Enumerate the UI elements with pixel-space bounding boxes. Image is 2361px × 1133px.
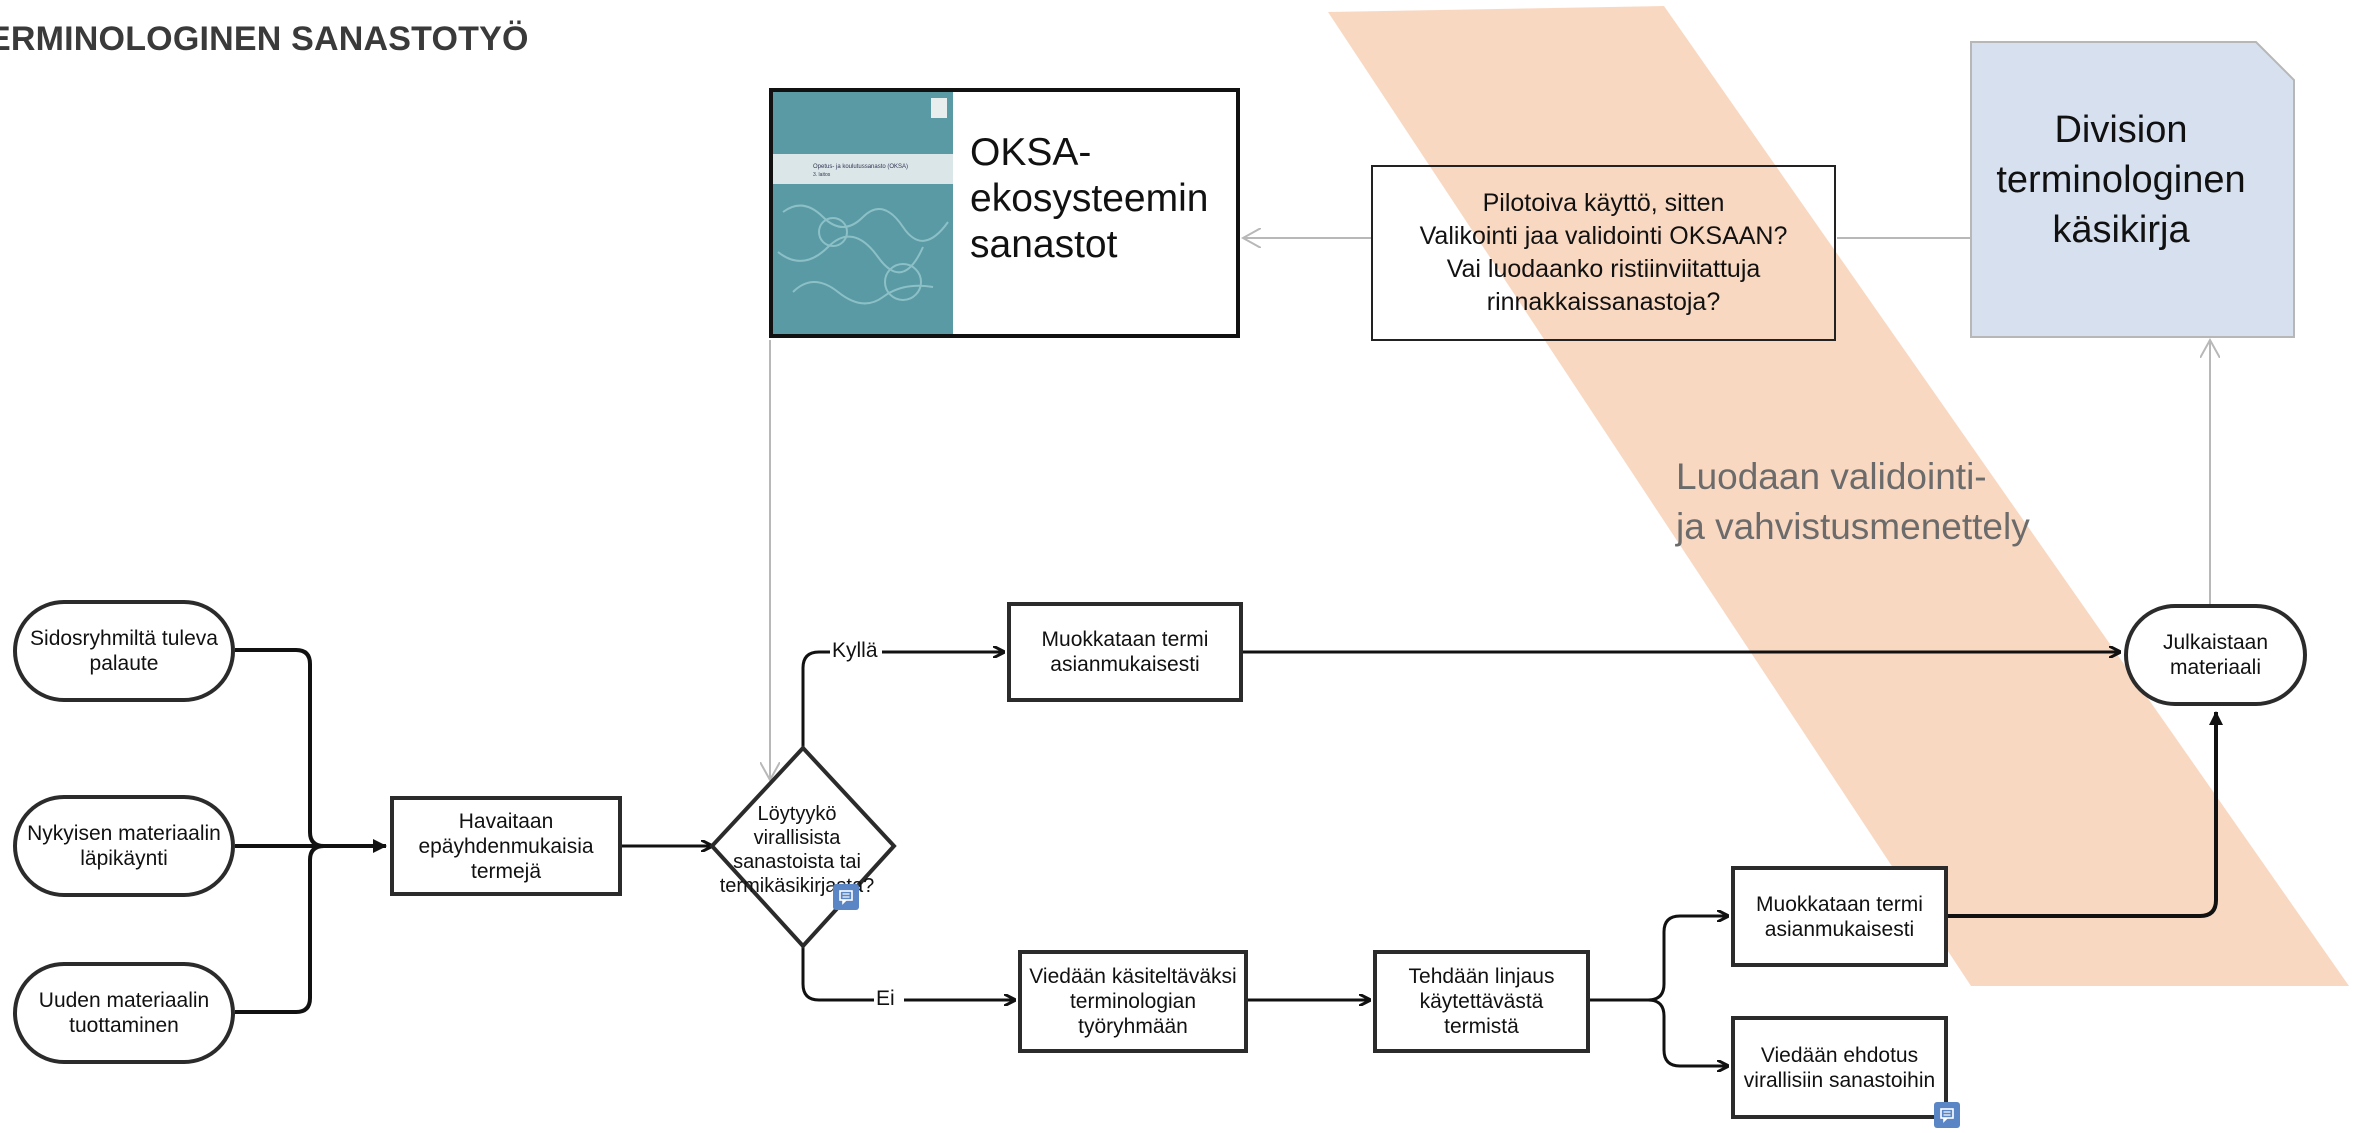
division-handbook-label: Division terminologinen käsikirja bbox=[1996, 109, 2246, 251]
yes-edge-label: Kyllä bbox=[830, 639, 880, 663]
modify-term-bottom-label: Muokkataan termi asianmukaisesti bbox=[1756, 892, 1923, 941]
connector-policy-branch-down bbox=[1647, 998, 1728, 1066]
decision-diamond bbox=[709, 745, 897, 949]
validation-procedure-note: Luodaan validointi- ja vahvistusmenettel… bbox=[1676, 456, 2030, 547]
working-group-label: Viedään käsiteltäväksi terminologian työ… bbox=[1029, 965, 1237, 1038]
connector-policy-branch-up bbox=[1590, 916, 1728, 1002]
pilot-question-box: Pilotoiva käyttö, sitten Valikointi jaa … bbox=[1371, 165, 1836, 341]
decision-question: Löytyykö virallisista sanastoista tai te… bbox=[707, 790, 887, 910]
svg-text:Opetus- ja koulutussanasto (OK: Opetus- ja koulutussanasto (OKSA) bbox=[813, 164, 908, 170]
input-new-material-production: Uuden materiaalin tuottaminen bbox=[13, 962, 235, 1064]
detect-inconsistent-terms-box: Havaitaan epäyhdenmukaisia termejä bbox=[390, 796, 622, 896]
input-current-material-review: Nykyisen materiaalin läpikäynti bbox=[13, 795, 235, 897]
term-policy-label: Tehdään linjaus käytettävästä termistä bbox=[1408, 965, 1555, 1038]
comment-note-icon[interactable] bbox=[833, 884, 859, 910]
connector-input-3 bbox=[235, 844, 325, 1014]
official-vocabulary-proposal-label: Viedään ehdotus virallisiin sanastoihin bbox=[1743, 1043, 1936, 1092]
oksa-cover-image: Opetus- ja koulutussanasto (OKSA) 3. lai… bbox=[773, 92, 953, 334]
connector-input-1 bbox=[235, 648, 325, 848]
publish-material-terminal: Julkaistaan materiaali bbox=[2124, 604, 2307, 706]
cover-pattern-icon: Opetus- ja koulutussanasto (OKSA) 3. lai… bbox=[773, 92, 953, 334]
input-current-material-review-label: Nykyisen materiaalin läpikäynti bbox=[27, 822, 221, 870]
input-stakeholder-feedback: Sidosryhmiltä tuleva palaute bbox=[13, 600, 235, 702]
connector-modify-bottom-to-publish bbox=[1948, 711, 2223, 918]
working-group-box: Viedään käsiteltäväksi terminologian työ… bbox=[1018, 950, 1248, 1053]
detect-inconsistent-terms-label: Havaitaan epäyhdenmukaisia termejä bbox=[418, 809, 594, 883]
input-stakeholder-feedback-label: Sidosryhmiltä tuleva palaute bbox=[30, 627, 218, 675]
modify-term-top-label: Muokkataan termi asianmukaisesti bbox=[1041, 628, 1209, 676]
page-title: ERMINOLOGINEN SANASTOTYÖ bbox=[0, 20, 529, 58]
connector-decision-yes bbox=[801, 650, 830, 748]
comment-note-icon-2[interactable] bbox=[1934, 1102, 1960, 1128]
svg-text:3. laitos: 3. laitos bbox=[813, 172, 831, 178]
validation-band bbox=[1328, 6, 2349, 986]
modify-term-bottom-box: Muokkataan termi asianmukaisesti bbox=[1731, 866, 1948, 967]
modify-term-top-box: Muokkataan termi asianmukaisesti bbox=[1007, 602, 1243, 702]
division-handbook-shape bbox=[1970, 41, 2295, 338]
division-handbook-doc: Division terminologinen käsikirja bbox=[1971, 100, 2271, 260]
no-edge-label: Ei bbox=[874, 987, 897, 1011]
connector-decision-no bbox=[801, 946, 874, 1002]
official-vocabulary-proposal-box: Viedään ehdotus virallisiin sanastoihin bbox=[1731, 1016, 1948, 1119]
publish-material-label: Julkaistaan materiaali bbox=[2162, 631, 2269, 679]
input-new-material-production-label: Uuden materiaalin tuottaminen bbox=[38, 989, 210, 1037]
oksa-label: OKSA- ekosysteemin sanastot bbox=[970, 131, 1209, 266]
term-policy-box: Tehdään linjaus käytettävästä termistä bbox=[1373, 950, 1590, 1053]
pilot-question-text: Pilotoiva käyttö, sitten Valikointi jaa … bbox=[1419, 189, 1788, 316]
